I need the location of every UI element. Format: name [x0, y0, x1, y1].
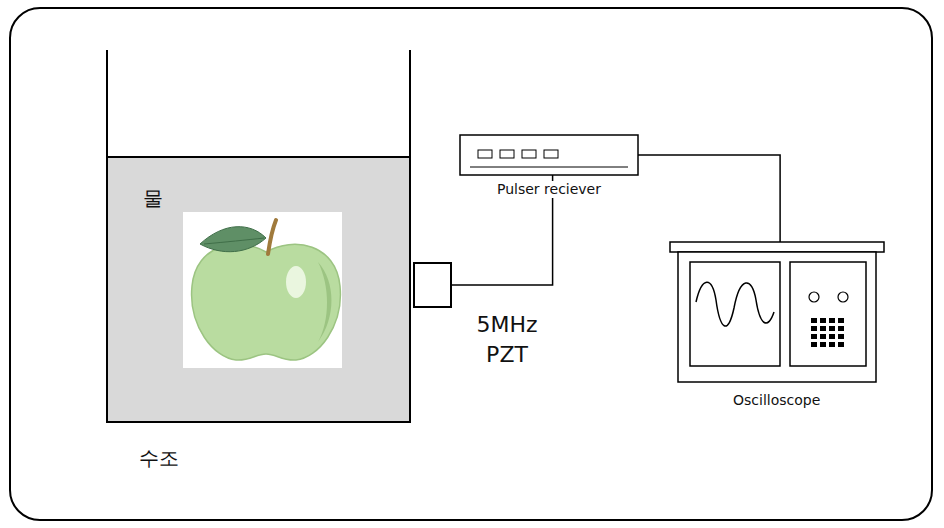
keypad-key	[829, 318, 835, 323]
pulser-panel-line	[470, 167, 628, 168]
scope-control-panel	[790, 262, 866, 366]
medium-label: 물	[143, 186, 163, 210]
pzt-transducer: 5MHz PZT	[413, 262, 452, 308]
apple-shade	[318, 262, 332, 342]
keypad-key	[811, 334, 817, 339]
apple-stem	[268, 220, 276, 254]
apple-leaf-vein	[204, 238, 264, 244]
device-label: Pulser reciever	[494, 181, 604, 198]
scope-case	[678, 252, 876, 382]
water	[107, 157, 410, 422]
apple-leaf	[200, 227, 266, 252]
keypad-key	[829, 326, 835, 331]
tank-wall	[107, 50, 410, 422]
pulser-button	[522, 150, 536, 158]
scope-knob	[838, 292, 848, 302]
transducer-label: 5MHz PZT	[467, 310, 547, 369]
keypad-key	[820, 318, 826, 323]
pulser-case	[460, 135, 638, 175]
keypad-key	[811, 318, 817, 323]
keypad-key	[838, 326, 844, 331]
apple-highlight	[286, 266, 306, 298]
signal-cable	[638, 155, 780, 242]
pulser-button	[544, 150, 558, 158]
scope-knob	[809, 292, 819, 302]
scope-screen	[690, 262, 780, 366]
oscilloscope-device	[670, 242, 884, 382]
outer-frame	[10, 8, 932, 520]
water-tank: 물수조	[107, 50, 410, 422]
keypad-key	[820, 342, 826, 347]
pulser-button	[500, 150, 514, 158]
device-label: Oscilloscope	[730, 392, 823, 409]
tank-label: 수조	[139, 446, 179, 470]
keypad-key	[811, 326, 817, 331]
apple-backdrop	[183, 212, 342, 368]
scope-top-bar	[670, 242, 884, 252]
keypad-key	[820, 326, 826, 331]
scope-waveform	[696, 282, 774, 326]
pulser-device	[460, 135, 638, 175]
water-surface	[107, 156, 410, 158]
apple-body	[192, 244, 341, 360]
keypad-key	[829, 342, 835, 347]
pulser-receiver: Pulser reciever	[460, 135, 638, 175]
keypad-key	[811, 342, 817, 347]
keypad-key	[838, 334, 844, 339]
apple-illustration	[183, 212, 342, 368]
keypad-key	[820, 334, 826, 339]
keypad-key	[838, 342, 844, 347]
keypad-key	[838, 318, 844, 323]
scope-keypad	[811, 318, 844, 347]
keypad-key	[829, 334, 835, 339]
pulser-button	[478, 150, 492, 158]
oscilloscope: Oscilloscope	[674, 242, 880, 382]
